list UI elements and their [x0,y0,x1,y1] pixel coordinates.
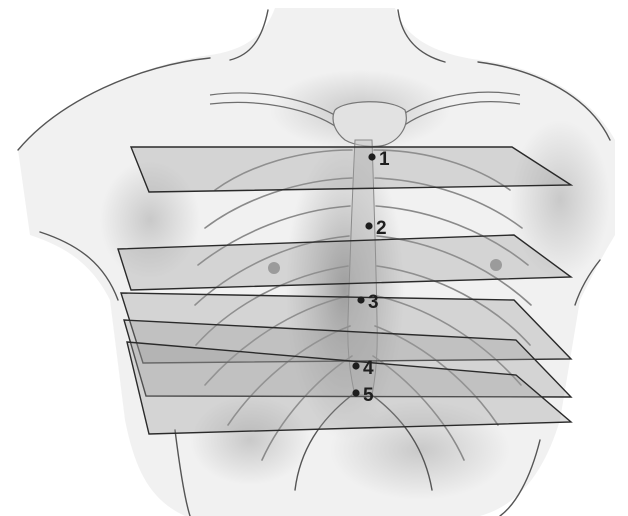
marker-dot [352,362,359,369]
plane-1 [131,147,571,192]
marker-label: 5 [363,385,374,406]
marker-dot [357,296,364,303]
marker-label: 1 [379,149,390,170]
marker-label: 3 [368,292,379,313]
marker-label: 4 [363,358,374,379]
marker-dot [368,153,375,160]
marker-dot [352,389,359,396]
marker-dot [365,222,372,229]
marker-label: 2 [376,218,387,239]
